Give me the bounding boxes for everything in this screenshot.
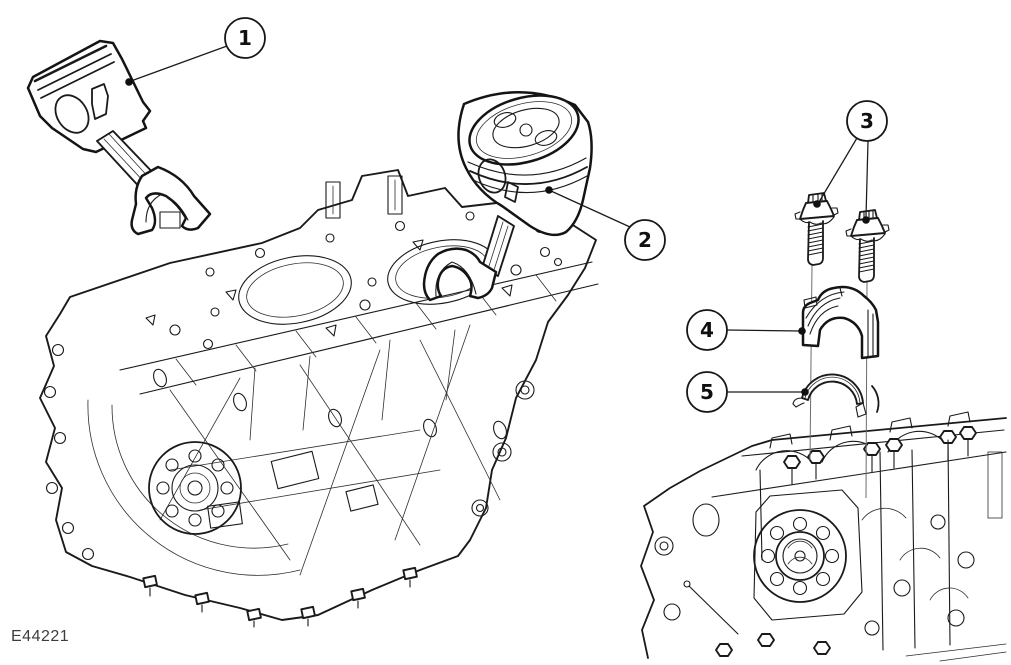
casting-details bbox=[159, 175, 403, 529]
engine-block-rear bbox=[640, 411, 1007, 662]
callout-circle-2 bbox=[624, 219, 666, 261]
callout-number-2: 2 bbox=[638, 228, 652, 252]
engine-block-rear-outline bbox=[640, 417, 1007, 659]
piston-1-body bbox=[26, 39, 152, 154]
crank-flange-front bbox=[148, 441, 242, 535]
callout-circle-1 bbox=[224, 17, 266, 59]
callout-4: 4 bbox=[686, 309, 806, 351]
leader-dot-1 bbox=[125, 78, 133, 86]
deck-edge bbox=[119, 261, 599, 395]
leader-dot-5 bbox=[801, 388, 809, 396]
piston-rod-assembly-1 bbox=[26, 39, 212, 236]
bearing-cap bbox=[801, 285, 880, 360]
callout-2: 2 bbox=[545, 186, 666, 261]
leader-dot-2 bbox=[545, 186, 553, 194]
left-flange-holes bbox=[43, 343, 95, 561]
rod-fork-2 bbox=[422, 247, 498, 302]
callout-number-3: 3 bbox=[860, 109, 874, 133]
callout-3: 3 bbox=[813, 100, 888, 224]
bulkhead-slots bbox=[153, 368, 507, 440]
rod-fork-1 bbox=[130, 165, 212, 236]
leader-dot-3a bbox=[813, 200, 821, 208]
rear-ribs bbox=[759, 439, 1007, 662]
callout-number-1: 1 bbox=[238, 26, 252, 50]
bearing-shell-sliver bbox=[871, 385, 880, 413]
callout-number-5: 5 bbox=[700, 380, 714, 404]
crank-flange-rear bbox=[753, 489, 863, 621]
leader-dot-4 bbox=[798, 327, 806, 335]
cylinder-bore-1 bbox=[238, 255, 352, 325]
rear-rail-bolts bbox=[783, 426, 977, 485]
rear-left-details bbox=[654, 503, 831, 657]
callout-number-4: 4 bbox=[700, 318, 714, 342]
callout-1: 1 bbox=[125, 17, 266, 86]
callout-5: 5 bbox=[686, 371, 809, 413]
side-bosses bbox=[471, 380, 535, 517]
callout-circle-5 bbox=[686, 371, 728, 413]
deck-holes bbox=[145, 211, 563, 350]
callout-circle-3 bbox=[846, 100, 888, 142]
callout-circle-4 bbox=[686, 309, 728, 351]
figure-code: E44221 bbox=[11, 628, 70, 645]
pan-rail-bolts bbox=[142, 566, 418, 628]
engine-block-main-outline bbox=[39, 169, 597, 621]
bearing-shell bbox=[792, 373, 880, 418]
piston-rod-assembly-2 bbox=[422, 91, 593, 302]
leader-dot-3b bbox=[862, 216, 870, 224]
engine-block-main bbox=[39, 169, 599, 628]
bearing-cap-bolts bbox=[794, 192, 890, 283]
piston-2-crown bbox=[468, 94, 580, 166]
